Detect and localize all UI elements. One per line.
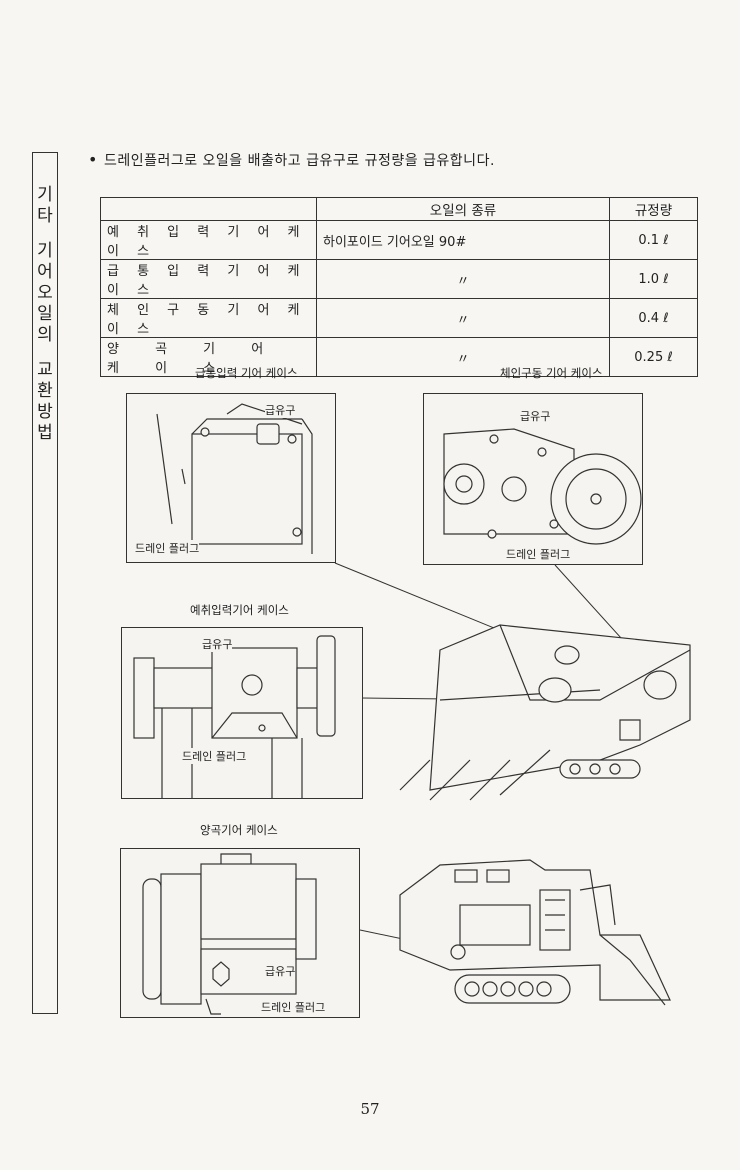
- sidebar-char: 어: [37, 262, 53, 282]
- sidebar-char: 환: [37, 381, 53, 401]
- sidebar-char: 교: [37, 360, 53, 380]
- gearcase-drawing: [133, 635, 336, 798]
- intro-text: 드레인플러그로 오일을 배출하고 급유구로 규정량을 급유합니다.: [103, 153, 495, 169]
- oil-amount: 0.25 ℓ: [609, 337, 698, 377]
- figure-caption: 예취입력기어 케이스: [190, 603, 289, 617]
- header-cell: [100, 197, 317, 221]
- oil-amount: 0.1 ℓ: [609, 220, 698, 260]
- gearcase-drawing: [142, 853, 317, 1015]
- sidebar-char: 기: [37, 241, 53, 261]
- section-title-sidebar: 기 타 기 어 오 일 의 교 환 방 법: [32, 152, 58, 1014]
- detail-grain-lift-gearcase: 급유구 드레인 플러그: [120, 848, 360, 1018]
- table-row: 급 통 입 력 기 어 케 이 스 〃 1.0 ℓ: [100, 259, 698, 299]
- detail-threshing-input-gearcase: 급유구 드레인 플러그: [126, 393, 336, 563]
- sidebar-char: 타: [37, 206, 53, 226]
- sidebar-char: 방: [37, 402, 53, 422]
- page-number: 57: [360, 1100, 380, 1118]
- combine-illustration: [399, 859, 671, 1006]
- bullet-icon: •: [88, 150, 98, 169]
- detail-reaping-input-gearcase: 급유구 드레인 플러그: [121, 627, 363, 799]
- table-header-row: 오일의 종류 규정량: [100, 197, 698, 221]
- reaper-illustration: [399, 624, 691, 801]
- drain-plug-label: 드레인 플러그: [182, 748, 247, 764]
- sidebar-char: 기: [37, 185, 53, 205]
- case-name: 급 통 입 력 기 어 케 이 스: [100, 259, 317, 299]
- gearcase-drawing: [443, 428, 642, 545]
- drain-plug-label: 드레인 플러그: [506, 546, 571, 562]
- figure-caption: 급통입력 기어 케이스: [195, 366, 298, 380]
- sidebar-char: 의: [37, 325, 53, 345]
- gearcase-drawing: [156, 403, 313, 554]
- header-cell: 오일의 종류: [316, 197, 610, 221]
- oil-spec-table: 오일의 종류 규정량 예 취 입 력 기 어 케 이 스 하이포이드 기어오일 …: [100, 197, 698, 377]
- figure-caption: 양곡기어 케이스: [200, 823, 278, 837]
- fill-port-label: 급유구: [265, 963, 296, 979]
- drain-plug-label: 드레인 플러그: [135, 540, 200, 556]
- oil-type: 〃: [316, 259, 610, 299]
- detail-chain-drive-gearcase: 급유구 드레인 플러그: [423, 393, 643, 565]
- table-row: 체 인 구 동 기 어 케 이 스 〃 0.4 ℓ: [100, 298, 698, 338]
- sidebar-char: 오: [37, 283, 53, 303]
- fill-port-label: 급유구: [265, 402, 296, 418]
- fill-port-label: 급유구: [202, 636, 233, 652]
- sidebar-char: 일: [37, 304, 53, 324]
- oil-type: 〃: [316, 298, 610, 338]
- fill-port-label: 급유구: [520, 408, 551, 424]
- figure-caption: 체인구동 기어 케이스: [500, 366, 603, 380]
- case-name: 체 인 구 동 기 어 케 이 스: [100, 298, 317, 338]
- header-cell: 규정량: [609, 197, 698, 221]
- oil-type: 〃: [316, 337, 610, 377]
- table-row: 양 곡 기 어 케 이 스 〃 0.25 ℓ: [100, 337, 698, 377]
- drain-plug-label: 드레인 플러그: [261, 999, 326, 1015]
- case-name: 양 곡 기 어 케 이 스: [100, 337, 317, 377]
- sidebar-char: 법: [37, 423, 53, 443]
- oil-type: 하이포이드 기어오일 90#: [316, 220, 610, 260]
- intro-instruction: • 드레인플러그로 오일을 배출하고 급유구로 규정량을 급유합니다.: [88, 150, 495, 170]
